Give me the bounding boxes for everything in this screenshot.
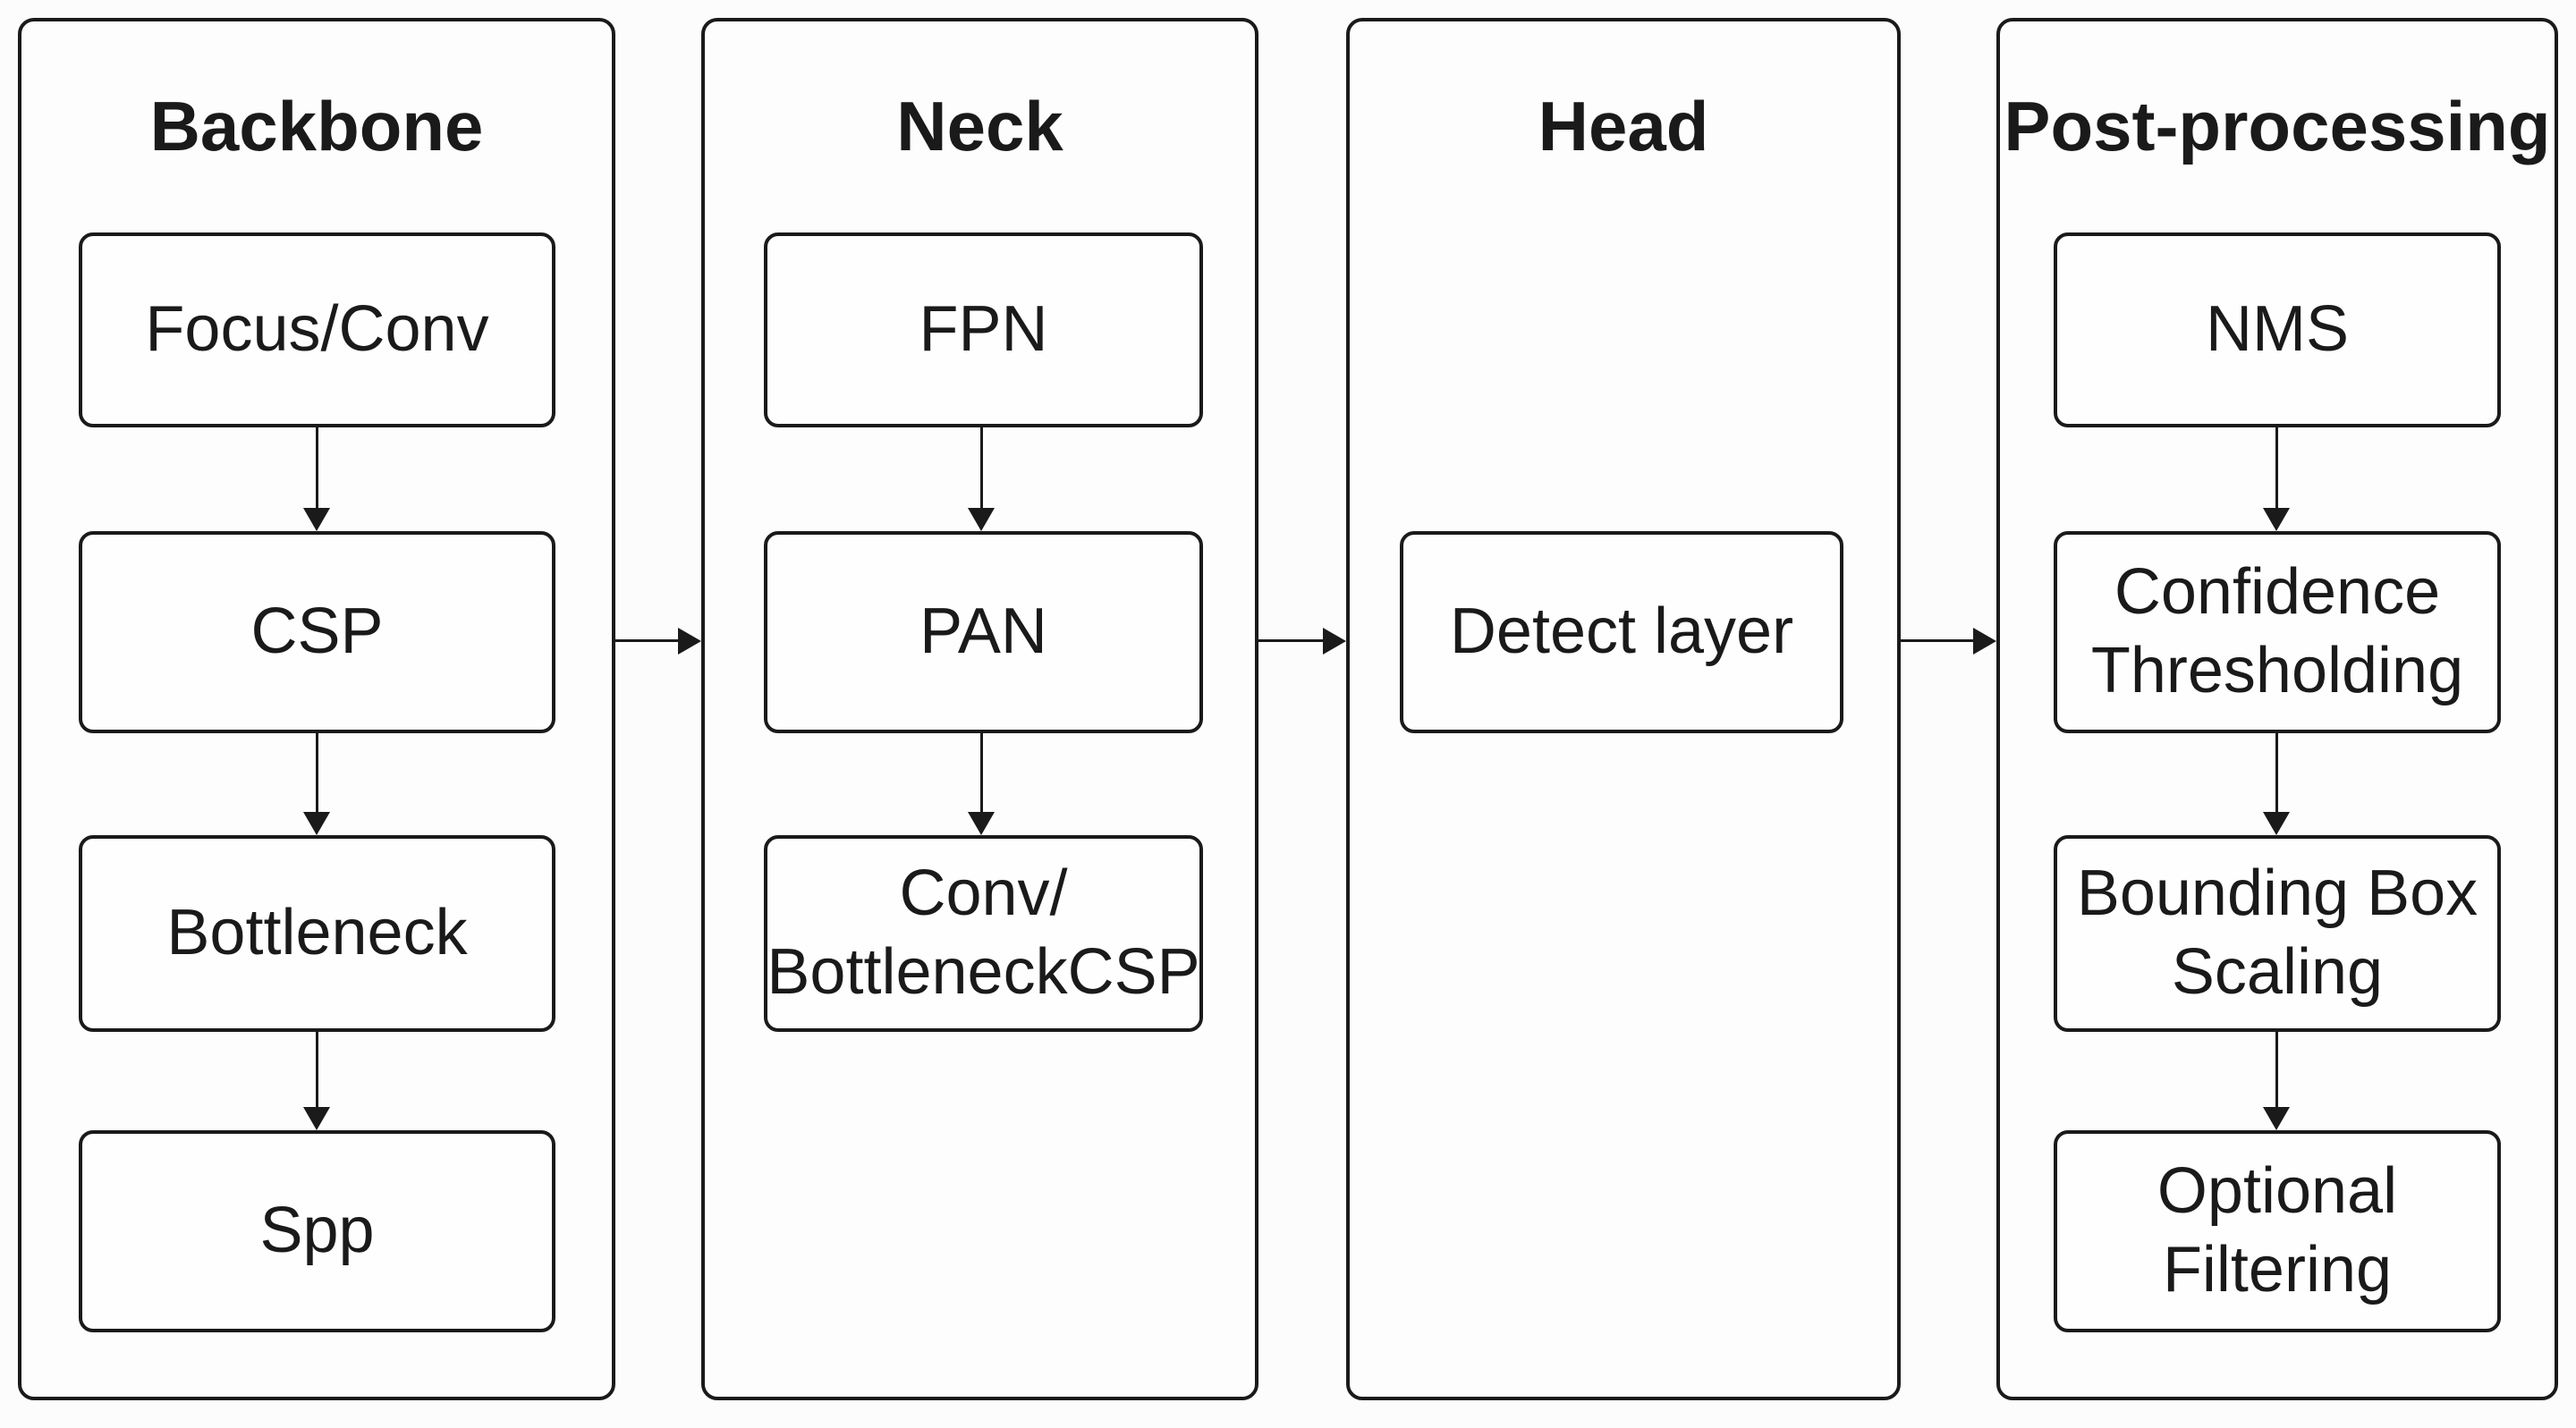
node-bottleneck: Bottleneck bbox=[79, 835, 555, 1032]
column-head-title: Head bbox=[1538, 87, 1709, 165]
node-bounding-box-scaling: Bounding Box Scaling bbox=[2054, 835, 2501, 1032]
node-pan: PAN bbox=[764, 531, 1203, 733]
column-post-processing-title: Post-processing bbox=[2004, 87, 2551, 165]
node-csp: CSP bbox=[79, 531, 555, 733]
node-confidence-thresholding: Confidence Thresholding bbox=[2054, 531, 2501, 733]
column-neck-title: Neck bbox=[896, 87, 1063, 165]
node-spp: Spp bbox=[79, 1130, 555, 1332]
node-detect-layer: Detect layer bbox=[1400, 531, 1843, 733]
column-backbone-title: Backbone bbox=[149, 87, 484, 165]
node-optional-filtering: Optional Filtering bbox=[2054, 1130, 2501, 1332]
node-nms: NMS bbox=[2054, 232, 2501, 427]
node-focus-conv: Focus/Conv bbox=[79, 232, 555, 427]
node-conv-bottleneckcsp: Conv/ BottleneckCSP bbox=[764, 835, 1203, 1032]
node-fpn: FPN bbox=[764, 232, 1203, 427]
